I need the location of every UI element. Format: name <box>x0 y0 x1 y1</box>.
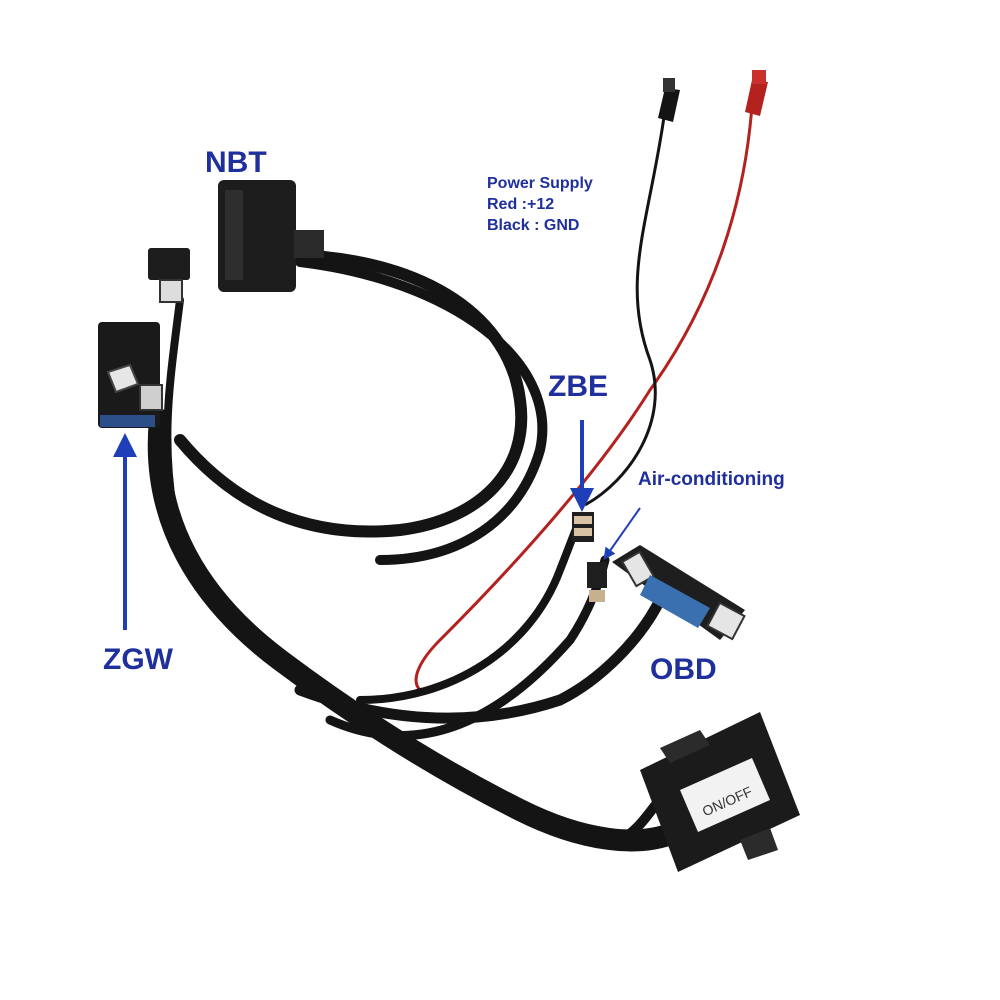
nbt-connector <box>218 180 324 292</box>
label-obd: OBD <box>650 653 717 686</box>
control-box: ON/OFF <box>640 712 800 872</box>
zbe-connector <box>572 512 594 542</box>
small-connector <box>148 248 190 303</box>
red-alligator-clip <box>745 70 768 116</box>
obd-connector <box>612 545 746 641</box>
label-power-supply-line2: Red :+12 <box>487 195 555 213</box>
label-power-supply-line3: Black : GND <box>487 216 580 234</box>
label-zgw: ZGW <box>103 643 173 676</box>
label-nbt: NBT <box>205 146 267 179</box>
label-power-supply: Power Supply Red :+12 Black : GND <box>487 174 593 236</box>
label-zbe: ZBE <box>548 370 608 403</box>
red-power-wire <box>414 104 754 692</box>
label-power-supply-line1: Power Supply <box>487 175 593 192</box>
zgw-module <box>98 322 163 428</box>
black-power-wire <box>584 109 667 507</box>
air-conditioning-connector <box>587 562 607 602</box>
black-alligator-clip <box>658 78 680 122</box>
air-conditioning-arrow <box>603 507 641 560</box>
label-air-conditioning: Air-conditioning <box>638 469 785 490</box>
main-harness <box>147 249 691 852</box>
